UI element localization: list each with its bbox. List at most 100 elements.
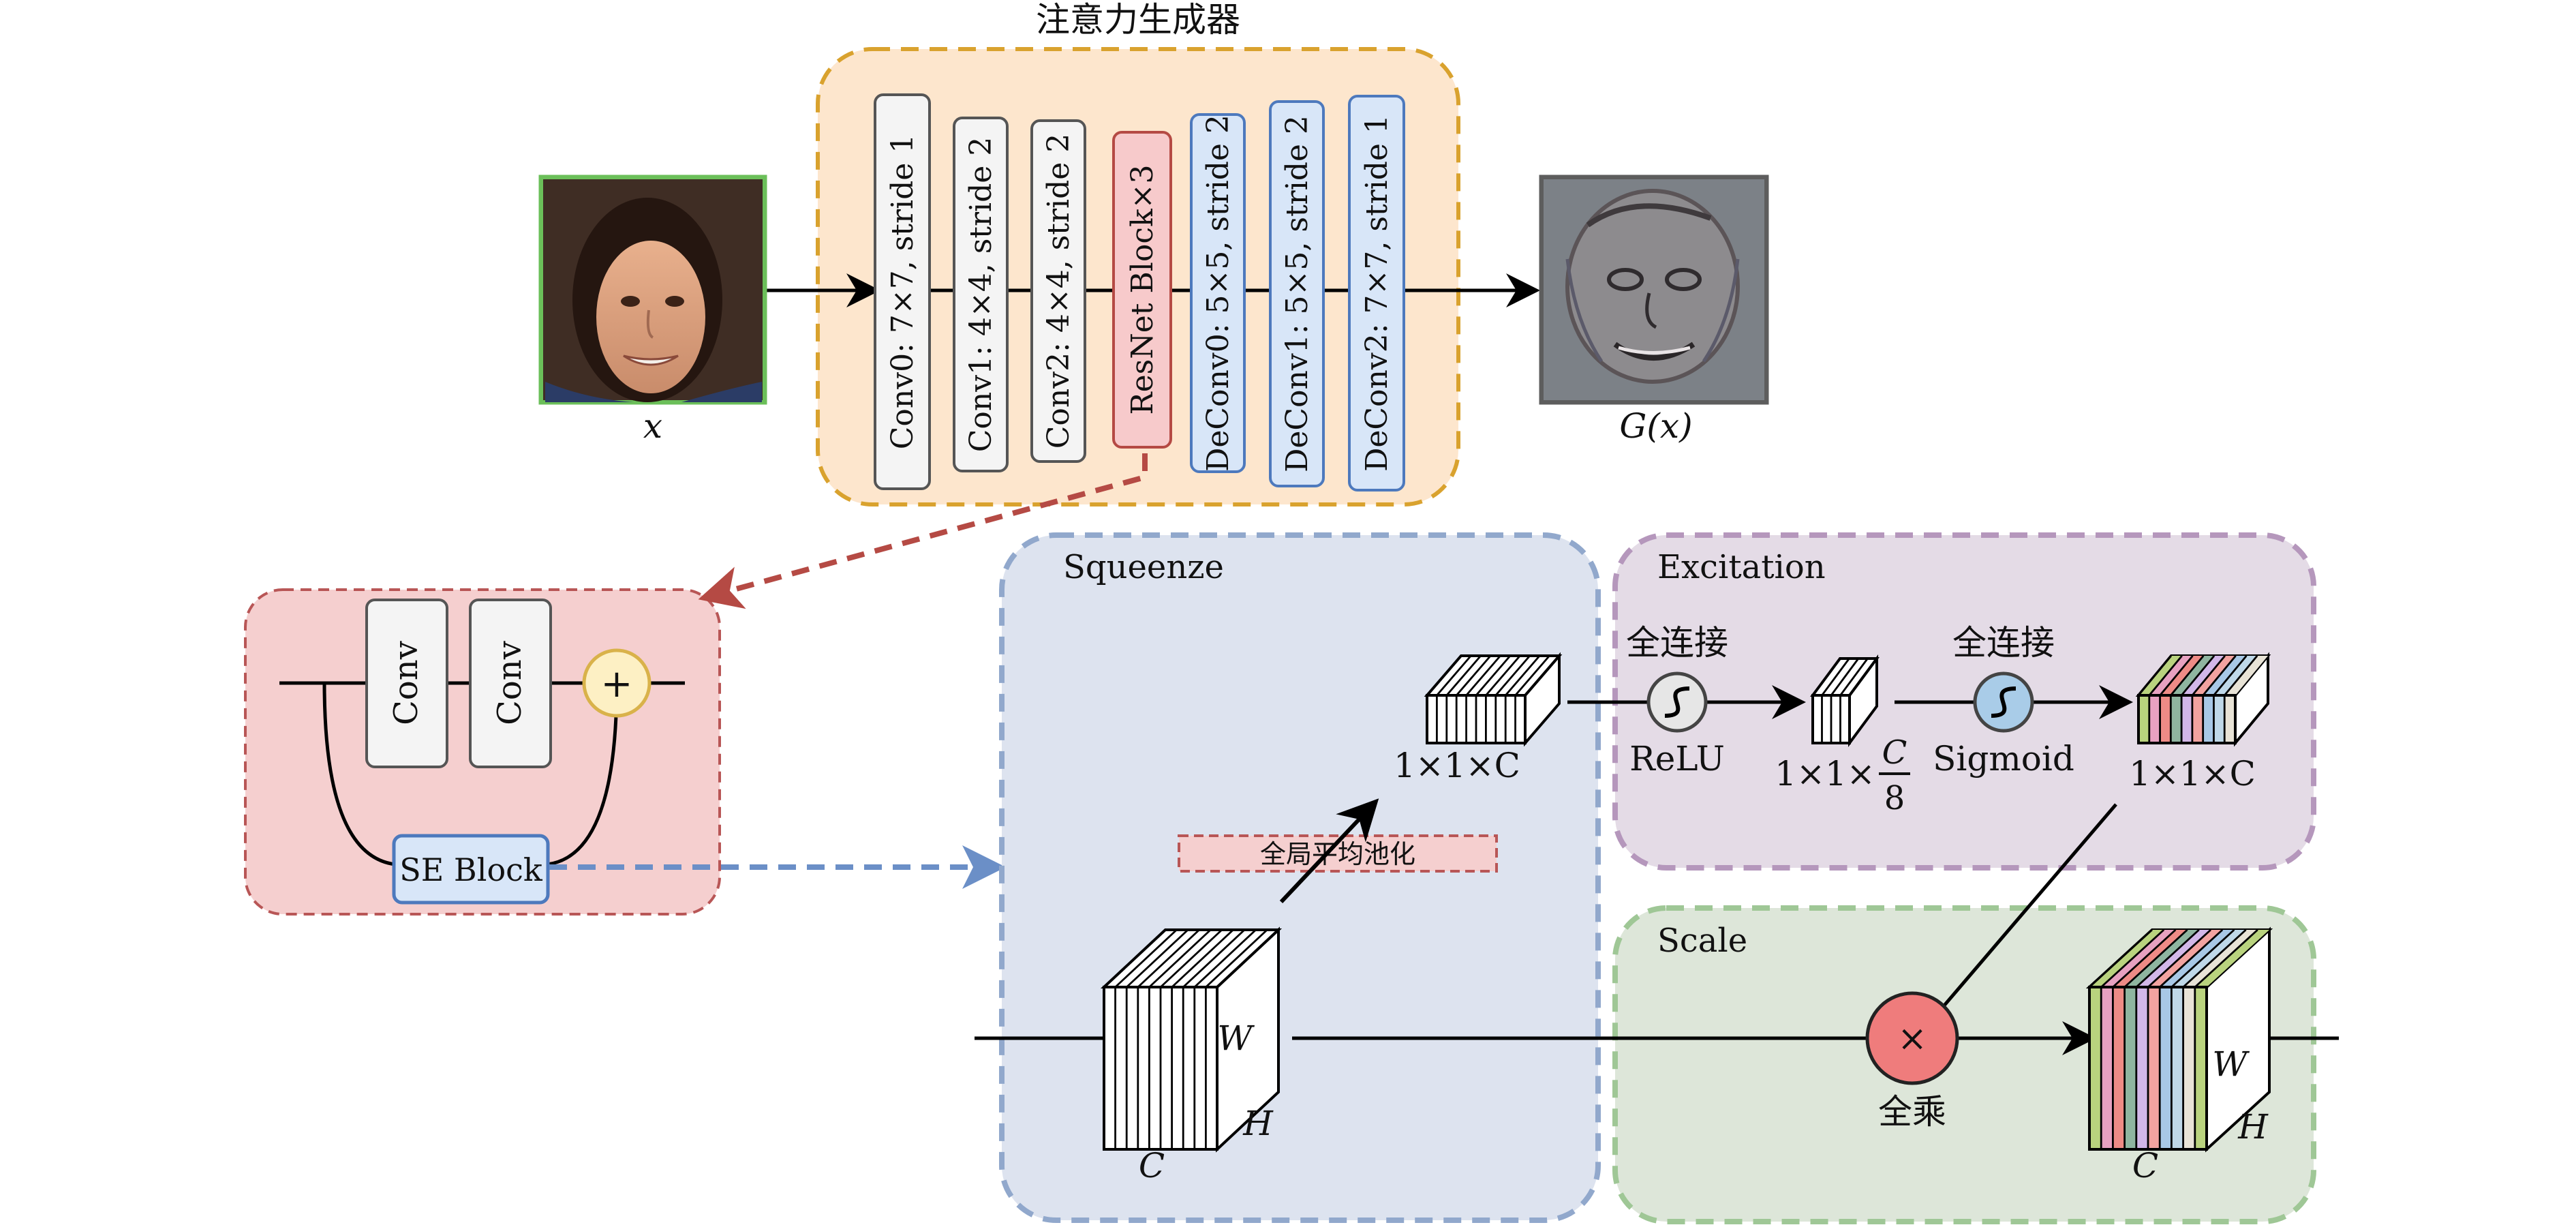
channel-slice xyxy=(2101,987,2113,1149)
channel-slice-top xyxy=(2124,930,2199,987)
channel-slice-top xyxy=(2138,656,2182,695)
scale-weights-line xyxy=(1942,803,2117,1008)
excitation-mid-frac-den: 8 xyxy=(1884,779,1905,817)
channel-slice-top xyxy=(2194,930,2269,987)
channel-divider-top xyxy=(1160,928,1223,988)
layer-label: DeConv0: 5×5, stride 2 xyxy=(1201,115,1236,472)
excitation-output-label: 1×1×C xyxy=(2129,754,2256,793)
channel-slice-top xyxy=(2192,656,2236,695)
layer-label: ResNet Block×3 xyxy=(1125,164,1160,414)
add-symbol: + xyxy=(601,662,633,706)
channel-divider-top xyxy=(1485,655,1521,696)
squeeze-output-tensor xyxy=(1424,652,1563,747)
excitation-group: Excitation 全连接 ReLU 全连接 Sigmoid 1×1× C 8… xyxy=(1567,532,2316,871)
excitation-title: Excitation xyxy=(1657,548,1826,586)
channel-divider-top xyxy=(1811,658,1841,696)
channel-slice xyxy=(2124,987,2136,1149)
channel-divider-top xyxy=(2170,655,2205,696)
channel-divider-top xyxy=(1821,658,1850,696)
channel-slice-top xyxy=(2224,656,2268,695)
channel-slice-top xyxy=(2171,930,2246,987)
channel-slice xyxy=(2171,987,2183,1149)
channel-divider-top xyxy=(1505,655,1541,696)
channel-slice xyxy=(2149,695,2160,743)
channel-slice-top xyxy=(2213,656,2258,695)
channel-divider-top xyxy=(1182,928,1246,988)
channel-divider-top xyxy=(2147,928,2211,988)
layer-box-deconv xyxy=(1269,100,1325,487)
channel-divider-top xyxy=(2182,928,2247,988)
se-branch-out xyxy=(547,682,619,866)
channel-slice xyxy=(2138,695,2149,743)
channel-divider-top xyxy=(1205,928,1268,988)
channel-divider-top xyxy=(1426,655,1462,696)
channel-divider-top xyxy=(2191,655,2226,696)
output-label-text: G(x) xyxy=(1619,406,1692,446)
squeeze-group: Squeenze 全局平均池化 W H C 1×1×C xyxy=(999,532,1601,1223)
squeeze-input-w: W xyxy=(1217,1018,1255,1058)
scale-output-h: H xyxy=(2237,1107,2269,1147)
channel-divider-top xyxy=(2224,655,2258,696)
add-node xyxy=(582,648,651,718)
channel-slice xyxy=(2181,695,2192,743)
fc2-label: 全连接 xyxy=(1952,623,2055,663)
layer-label: DeConv1: 5×5, stride 2 xyxy=(1280,115,1315,472)
input-image xyxy=(538,175,767,405)
scale-output-w: W xyxy=(2212,1044,2250,1084)
output-image xyxy=(1539,175,1769,405)
channel-slice-top xyxy=(2181,656,2225,695)
channel-slice xyxy=(2224,695,2235,743)
squeeze-input-c: C xyxy=(1139,1146,1165,1185)
channel-divider-top xyxy=(2123,928,2188,988)
channel-slice xyxy=(2194,987,2207,1149)
input-label: x xyxy=(643,406,662,446)
resnet-conv-2 xyxy=(469,599,552,768)
scale-output-tensor xyxy=(2085,926,2273,1153)
layer-box-deconv xyxy=(1190,113,1246,473)
squeeze-title: Squeenze xyxy=(1063,548,1224,586)
multiply-symbol: × xyxy=(1897,1018,1927,1059)
multiply-node xyxy=(1865,991,1959,1085)
channel-slice-top xyxy=(2148,930,2223,987)
channel-slice-top xyxy=(2089,930,2164,987)
layer-label: Conv0: 7×7, stride 1 xyxy=(885,134,920,450)
resnet-expand-arrow xyxy=(698,453,1148,609)
channel-divider-top xyxy=(1494,655,1531,696)
channel-slice-top xyxy=(2160,656,2204,695)
channel-slice-top xyxy=(2113,930,2188,987)
channel-divider-top xyxy=(1171,928,1234,988)
channel-slice xyxy=(2148,987,2160,1149)
squeeze-input-tensor xyxy=(1100,926,1283,1153)
layer-label: Conv2: 4×4, stride 2 xyxy=(1041,134,1076,449)
s-curve-icon xyxy=(1664,686,1690,718)
se-block xyxy=(392,834,550,905)
channel-divider-top xyxy=(1148,928,1212,988)
channel-divider-top xyxy=(2137,655,2173,696)
channel-slice xyxy=(2213,695,2225,743)
channel-divider-top xyxy=(2159,928,2224,988)
se-branch-in xyxy=(322,682,396,866)
channel-slice-top xyxy=(2101,930,2176,987)
channel-divider-top xyxy=(2089,928,2153,988)
tensor-outline xyxy=(1426,694,1527,744)
excitation-output-tensor xyxy=(2135,652,2271,747)
channel-slice xyxy=(2203,695,2214,743)
tensor-outline xyxy=(1811,694,1851,744)
relu-label: ReLU xyxy=(1629,739,1725,778)
tensor-outline xyxy=(1103,986,1218,1151)
layer-box-conv xyxy=(953,117,1009,472)
s-curve-icon xyxy=(1991,686,2017,718)
tensor-outline xyxy=(2137,694,2237,744)
channel-slice xyxy=(2136,987,2148,1149)
channel-slice xyxy=(2160,987,2172,1149)
channel-divider-top xyxy=(1445,655,1482,696)
channel-divider-top xyxy=(2202,655,2237,696)
channel-slice-top xyxy=(2136,930,2211,987)
layer-box-deconv xyxy=(1348,95,1405,491)
layer-box-conv xyxy=(874,93,931,490)
channel-divider-top xyxy=(2148,655,2183,696)
channel-divider-top xyxy=(2194,928,2258,988)
resnet-conv-1-label: Conv xyxy=(387,641,425,725)
